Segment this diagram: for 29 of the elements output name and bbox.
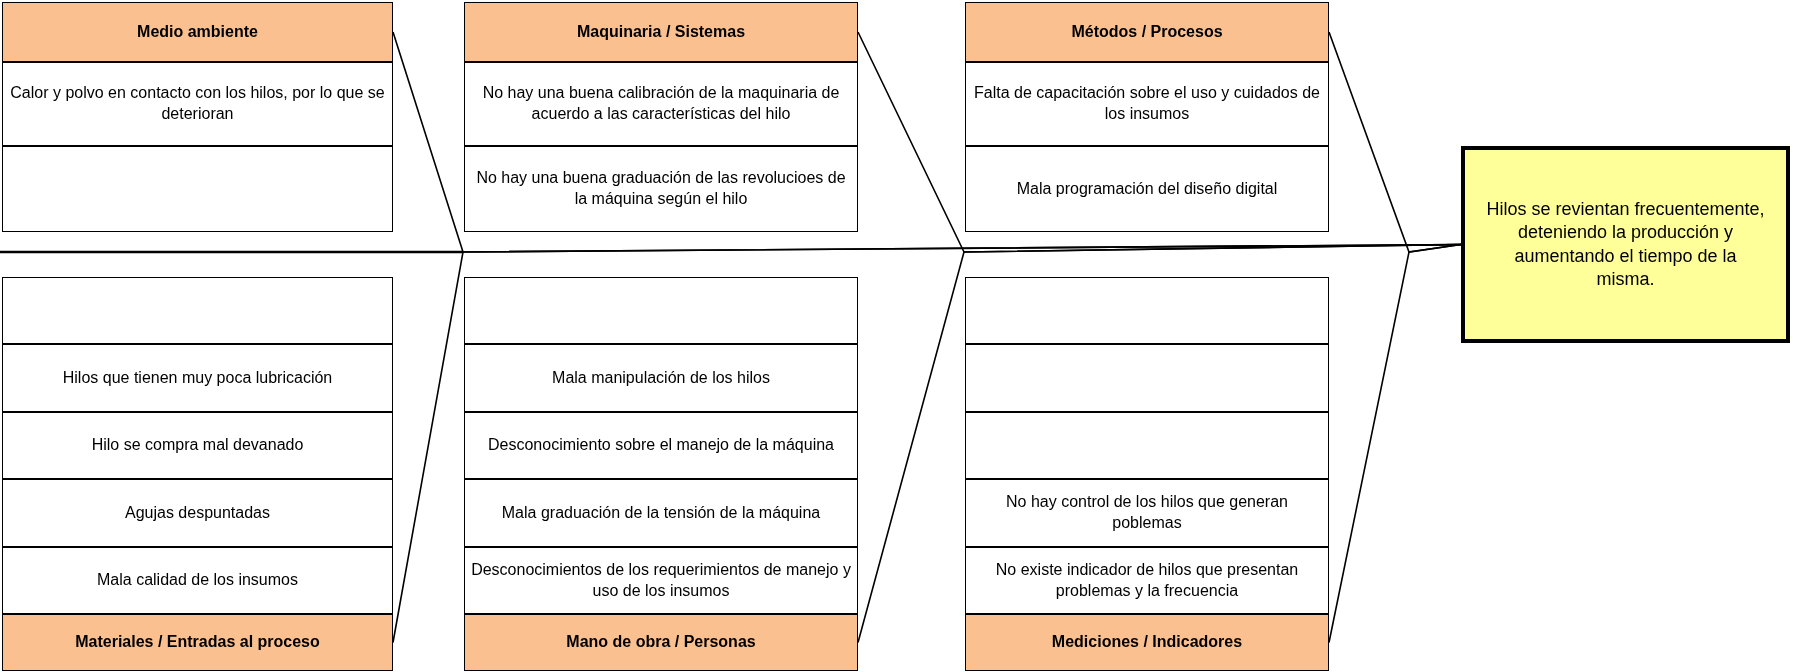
category-header: Maquinaria / Sistemas bbox=[464, 2, 858, 62]
category-header: Mediciones / Indicadores bbox=[965, 614, 1329, 671]
cause-cell: Agujas despuntadas bbox=[2, 479, 393, 547]
cause-cell: Falta de capacitación sobre el uso y cuidados de los insumos bbox=[965, 62, 1329, 146]
empty-cell bbox=[965, 277, 1329, 344]
cause-cell: Calor y polvo en contacto con los hilos, por lo que se deterioran bbox=[2, 62, 393, 146]
cause-cell: Hilos que tienen muy poca lubricación bbox=[2, 344, 393, 412]
cause-cell: Hilo se compra mal devanado bbox=[2, 412, 393, 479]
effect-box: Hilos se revientan frecuentemente, deteniendo la producción y aumentando el tiempo de la misma. bbox=[1461, 146, 1790, 343]
cause-cell: No existe indicador de hilos que presentan problemas y la frecuencia bbox=[965, 547, 1329, 614]
empty-cell bbox=[2, 146, 393, 232]
cause-cell: Mala manipulación de los hilos bbox=[464, 344, 858, 412]
bone-line bbox=[1328, 243, 1462, 644]
empty-cell bbox=[464, 277, 858, 344]
cause-cell: Mala programación del diseño digital bbox=[965, 146, 1329, 232]
empty-cell bbox=[965, 412, 1329, 479]
category-header: Materiales / Entradas al proceso bbox=[2, 614, 393, 671]
cause-cell: No hay control de los hilos que generan poblemas bbox=[965, 479, 1329, 547]
cause-cell: No hay una buena graduación de las revolucioes de la máquina según el hilo bbox=[464, 146, 858, 232]
category-header: Mano de obra / Personas bbox=[464, 614, 858, 671]
category-header: Métodos / Procesos bbox=[965, 2, 1329, 62]
cause-cell: Mala graduación de la tensión de la máquina bbox=[464, 479, 858, 547]
category-header: Medio ambiente bbox=[2, 2, 393, 62]
cause-cell: Mala calidad de los insumos bbox=[2, 547, 393, 614]
empty-cell bbox=[2, 277, 393, 344]
cause-cell: Desconocimientos de los requerimientos de manejo y uso de los insumos bbox=[464, 547, 858, 614]
cause-cell: Desconocimiento sobre el manejo de la máquina bbox=[464, 412, 858, 479]
cause-cell: No hay una buena calibración de la maquinaria de acuerdo a las características del hilo bbox=[464, 62, 858, 146]
empty-cell bbox=[965, 344, 1329, 412]
